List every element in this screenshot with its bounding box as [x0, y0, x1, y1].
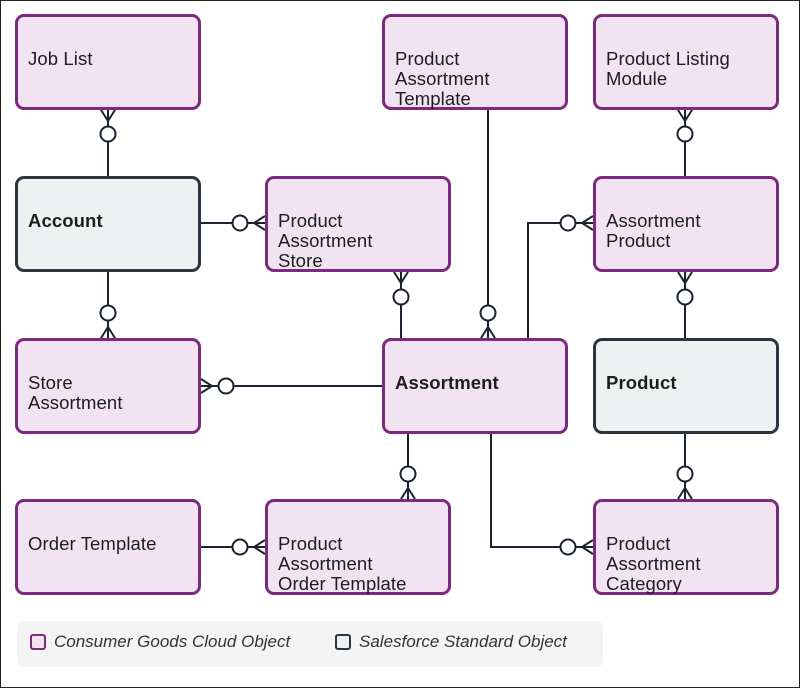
crows-foot-icon	[677, 109, 693, 123]
optional-marker-icon	[399, 465, 417, 483]
optional-marker-icon	[99, 125, 117, 143]
consumer-goods-swatch-icon	[30, 634, 46, 650]
crows-foot-icon	[580, 215, 594, 231]
connector-line	[527, 222, 593, 338]
optional-marker-icon	[392, 288, 410, 306]
legend-label: Salesforce Standard Object	[359, 632, 567, 651]
connector-line	[490, 434, 593, 548]
salesforce-standard-swatch-icon	[335, 634, 351, 650]
entity-order-template[interactable]: Order Template	[15, 499, 201, 595]
crows-foot-icon	[100, 109, 116, 123]
entity-label: Product Assortment Store	[278, 210, 373, 271]
entity-label: Assortment Product	[606, 210, 701, 251]
entity-account[interactable]: Account	[15, 176, 201, 272]
crows-foot-icon	[580, 539, 594, 555]
crows-foot-icon	[100, 325, 116, 339]
entity-label: Product Assortment Order Template	[278, 533, 407, 594]
optional-marker-icon	[676, 288, 694, 306]
crows-foot-icon	[252, 215, 266, 231]
optional-marker-icon	[676, 125, 694, 143]
crows-foot-icon	[677, 271, 693, 285]
optional-marker-icon	[99, 304, 117, 322]
legend-label: Consumer Goods Cloud Object	[54, 632, 291, 651]
crows-foot-icon	[393, 271, 409, 285]
entity-product-assortment-order-template[interactable]: Product Assortment Order Template	[265, 499, 451, 595]
entity-product-assortment-category[interactable]: Product Assortment Category	[593, 499, 779, 595]
entity-label: Order Template	[28, 533, 157, 554]
entity-label: Assortment	[395, 372, 499, 393]
entity-store-assortment[interactable]: Store Assortment	[15, 338, 201, 434]
optional-marker-icon	[231, 538, 249, 556]
legend-item-consumer-goods: Consumer Goods Cloud Object	[30, 632, 290, 652]
optional-marker-icon	[231, 214, 249, 232]
entity-label: Product Listing Module	[606, 48, 730, 89]
crows-foot-icon	[480, 325, 496, 339]
entity-product[interactable]: Product	[593, 338, 779, 434]
entity-product-assortment-template[interactable]: Product Assortment Template	[382, 14, 568, 110]
optional-marker-icon	[676, 465, 694, 483]
entity-assortment-product[interactable]: Assortment Product	[593, 176, 779, 272]
crows-foot-icon	[677, 486, 693, 500]
entity-label: Product Assortment Template	[395, 48, 490, 109]
entity-assortment[interactable]: Assortment	[382, 338, 568, 434]
entity-label: Account	[28, 210, 103, 231]
optional-marker-icon	[479, 304, 497, 322]
entity-label: Product	[606, 372, 677, 393]
entity-product-assortment-store[interactable]: Product Assortment Store	[265, 176, 451, 272]
crows-foot-icon	[200, 378, 214, 394]
crows-foot-icon	[400, 486, 416, 500]
legend: Consumer Goods Cloud Object Salesforce S…	[17, 621, 603, 667]
optional-marker-icon	[559, 538, 577, 556]
entity-product-listing-module[interactable]: Product Listing Module	[593, 14, 779, 110]
crows-foot-icon	[252, 539, 266, 555]
entity-label: Job List	[28, 48, 93, 69]
legend-item-salesforce-standard: Salesforce Standard Object	[335, 632, 567, 652]
optional-marker-icon	[559, 214, 577, 232]
optional-marker-icon	[217, 377, 235, 395]
entity-label: Store Assortment	[28, 372, 123, 413]
entity-job-list[interactable]: Job List	[15, 14, 201, 110]
entity-label: Product Assortment Category	[606, 533, 701, 594]
